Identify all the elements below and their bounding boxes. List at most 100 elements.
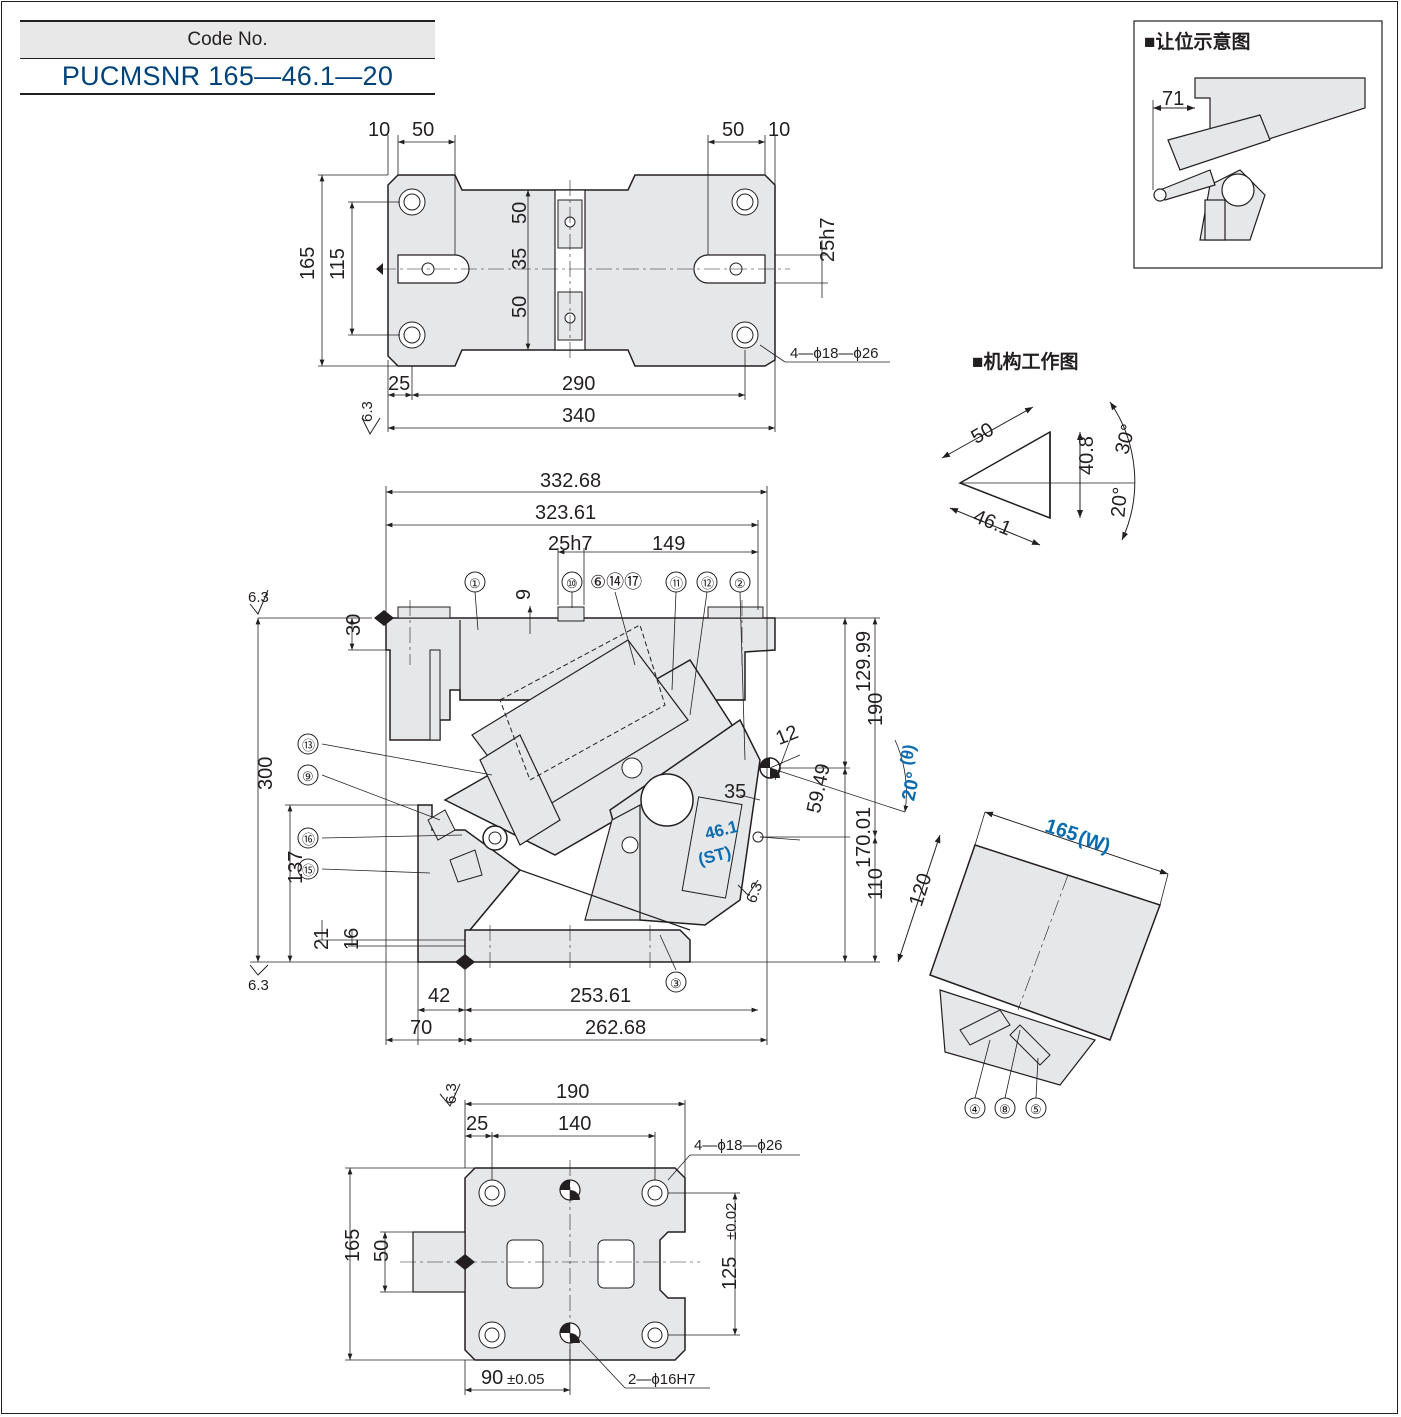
top-dim-165: 165 (297, 247, 319, 280)
front-dim-35: 35 (724, 781, 746, 803)
mech-dim-46-1: 46.1 (970, 505, 1014, 540)
part-6-14-17: ⑥⑭⑰ (590, 572, 642, 592)
top-dim-holes: 4—ϕ18—ϕ26 (790, 345, 879, 362)
front-dim-149: 149 (652, 533, 685, 555)
front-dim-25h7: 25h7 (548, 533, 593, 555)
part-13: ⑬ (297, 733, 319, 755)
bottom-dim-125: 125 (719, 1257, 741, 1290)
part-5: ⑤ (1025, 1097, 1047, 1119)
front-dim-16: 16 (341, 928, 363, 950)
front-dim-323-61: 323.61 (535, 502, 596, 524)
front-angle-theta: (θ) (896, 743, 919, 767)
part-12: ⑫ (696, 571, 718, 593)
bottom-tol-90: ±0.05 (507, 1371, 544, 1388)
svg-text:①: ① (469, 576, 481, 591)
front-dim-253-61: 253.61 (570, 985, 631, 1007)
top-dim-290: 290 (562, 373, 595, 395)
svg-text:⑮: ⑮ (302, 863, 315, 878)
front-dim-21: 21 (311, 928, 333, 950)
svg-text:②: ② (734, 576, 746, 591)
bottom-dim-50: 50 (371, 1240, 393, 1262)
mech-angle-30: 30° (1111, 422, 1140, 457)
top-dim-25h7: 25h7 (817, 218, 839, 263)
top-dim-10-right: 10 (768, 119, 790, 141)
bottom-roughness: 6.3 (443, 1083, 460, 1104)
bottom-dim-165: 165 (342, 1229, 364, 1262)
svg-text:③: ③ (670, 976, 682, 991)
svg-text:④: ④ (969, 1102, 981, 1117)
svg-text:⑥⑭⑰: ⑥⑭⑰ (590, 572, 642, 592)
part-9: ⑨ (297, 764, 319, 786)
bottom-dim-190: 190 (556, 1081, 589, 1103)
top-view: 10 50 50 10 165 115 50 35 50 25h7 4—ϕ18—… (297, 119, 890, 436)
cam-width-label: (W) (1075, 827, 1112, 858)
cam-view: 165 (W) 120 ④ ⑧ ⑤ (897, 811, 1169, 1119)
part-11: ⑪ (665, 571, 687, 593)
bottom-dim-pins: 2—ϕ16H7 (628, 1371, 696, 1388)
mech-dim-50: 50 (968, 419, 998, 449)
bottom-dim-90: 90 (481, 1367, 503, 1389)
top-dim-115: 115 (327, 248, 349, 280)
front-angle-20: 20° (898, 770, 925, 802)
svg-text:⑯: ⑯ (302, 832, 315, 847)
front-dim-70: 70 (410, 1017, 432, 1039)
front-dim-12: 12 (773, 721, 802, 750)
bottom-tol-125: ±0.02 (723, 1203, 740, 1240)
part-10: ⑩ (561, 571, 583, 593)
top-dim-340: 340 (562, 405, 595, 427)
front-dim-129-99: 129.99 (853, 631, 875, 692)
clearance-title: ■让位示意图 (1144, 30, 1250, 53)
front-dim-332-68: 332.68 (540, 470, 601, 492)
part-16: ⑯ (297, 827, 319, 849)
front-dim-9: 9 (513, 589, 535, 600)
front-dim-190: 190 (865, 693, 887, 726)
front-parts: ① ⑩ ⑥⑭⑰ ⑪ ⑫ ② ⑬ ⑨ ⑯ ⑮ ③ (297, 571, 751, 993)
front-dim-137: 137 (285, 851, 307, 884)
front-roughness-bottom: 6.3 (248, 977, 269, 994)
code-number-label: Code No. (20, 20, 435, 59)
clearance-inset: ■让位示意图 71 (1133, 20, 1383, 269)
mech-angle-20: 20° (1107, 486, 1132, 518)
front-dim-42: 42 (428, 985, 450, 1007)
front-view: ① ⑩ ⑥⑭⑰ ⑪ ⑫ ② ⑬ ⑨ ⑯ ⑮ ③ 332.68 323.61 25… (248, 470, 925, 1045)
bottom-dim-140: 140 (558, 1113, 591, 1135)
bottom-view: 190 25 140 4—ϕ18—ϕ26 165 50 125 ±0.02 90… (342, 1081, 800, 1395)
top-dim-50-upper: 50 (509, 202, 531, 224)
top-dim-35: 35 (509, 248, 531, 270)
bottom-plate (464, 1167, 686, 1361)
svg-text:⑬: ⑬ (302, 738, 315, 753)
code-number-value: PUCMSNR 165—46.1—20 (20, 59, 435, 95)
mechanism-inset: ■机构工作图 50 40.8 46.1 30° 20° (941, 350, 1140, 546)
front-dim-110: 110 (865, 868, 887, 900)
top-dim-50-right: 50 (722, 119, 744, 141)
base-plate (464, 929, 691, 963)
svg-text:⑨: ⑨ (302, 769, 314, 784)
svg-text:⑤: ⑤ (1030, 1102, 1042, 1117)
svg-text:⑫: ⑫ (701, 576, 714, 591)
svg-text:⑩: ⑩ (566, 576, 578, 591)
mech-dim-40-8: 40.8 (1076, 436, 1098, 475)
part-2: ② (729, 571, 751, 593)
part-1: ① (464, 571, 486, 593)
cam-height-120: 120 (905, 871, 936, 910)
svg-text:⑪: ⑪ (670, 576, 683, 591)
part-15: ⑮ (297, 858, 319, 880)
top-dim-50-lower: 50 (509, 296, 531, 318)
svg-text:⑧: ⑧ (999, 1102, 1011, 1117)
code-number-box: Code No. PUCMSNR 165—46.1—20 (20, 20, 435, 96)
clearance-dim-71: 71 (1162, 88, 1184, 110)
part-8: ⑧ (994, 1097, 1016, 1119)
front-dim-170-01: 170.01 (853, 807, 875, 868)
front-roughness-driver: 6.3 (743, 880, 766, 905)
cam-width-value: 165 (1042, 815, 1081, 846)
top-dim-50-left: 50 (412, 119, 434, 141)
part-3: ③ (665, 971, 687, 993)
bottom-dim-25: 25 (466, 1113, 488, 1135)
front-dim-300: 300 (255, 757, 277, 790)
mechanism-title: ■机构工作图 (972, 350, 1078, 373)
front-dim-262-68: 262.68 (585, 1017, 646, 1039)
part-4: ④ (964, 1097, 986, 1119)
front-dim-30: 30 (343, 614, 365, 636)
